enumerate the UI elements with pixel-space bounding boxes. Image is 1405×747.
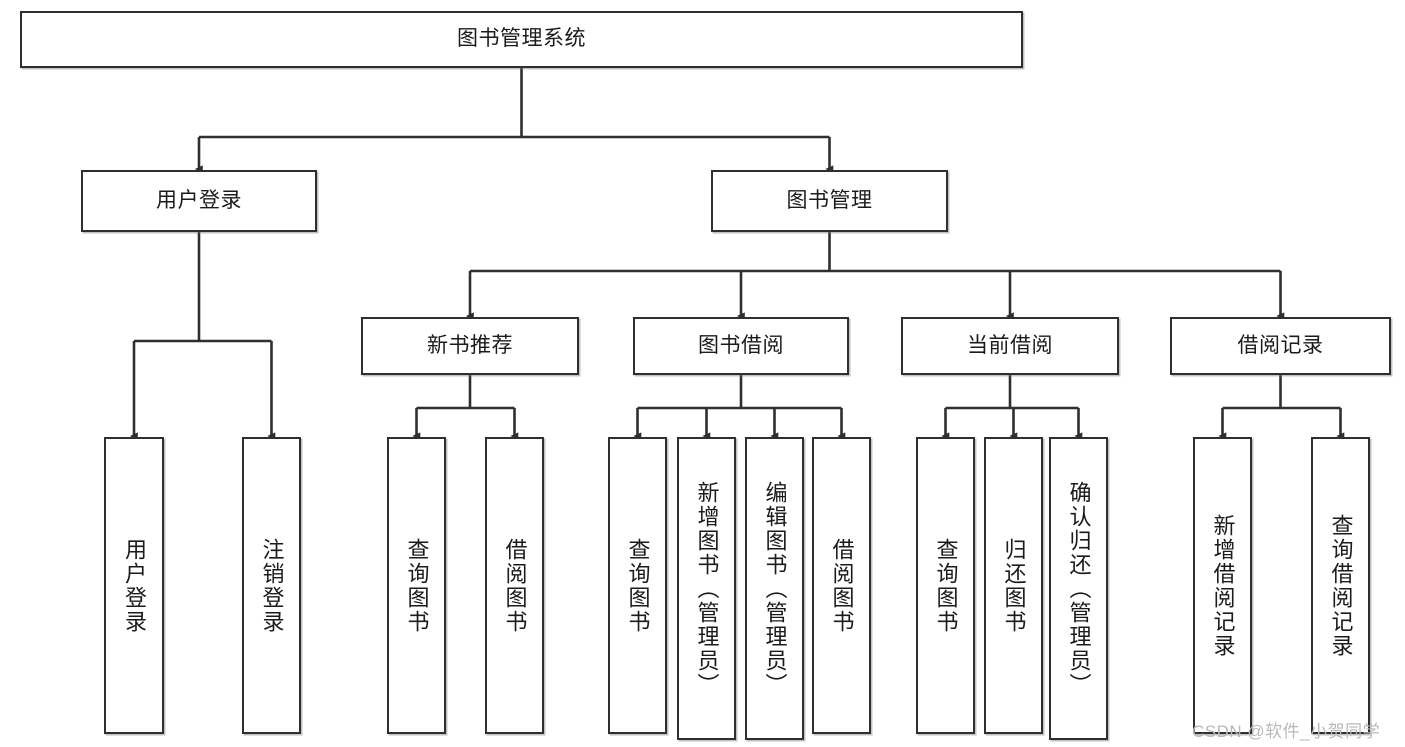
node-label: 当前借阅 xyxy=(967,333,1053,357)
node-l3_3[interactable]: 借阅图书 xyxy=(485,437,544,734)
node-root[interactable]: 图书管理系统 xyxy=(20,11,1023,68)
node-l3_8[interactable]: 查询图书 xyxy=(916,437,975,734)
edge-group xyxy=(129,68,1345,440)
node-l3_0[interactable]: 用户登录 xyxy=(104,437,164,734)
node-label: 查询图书 xyxy=(625,537,651,634)
node-label: 注销登录 xyxy=(259,537,285,634)
node-l3_12[interactable]: 查询借阅记录 xyxy=(1311,437,1370,734)
csdn-watermark: CSDN @软件_小贺同学 xyxy=(1192,722,1381,741)
node-label: 图书借阅 xyxy=(698,333,784,357)
node-label: 借阅记录 xyxy=(1237,333,1324,357)
node-label: 查询图书 xyxy=(933,537,959,634)
node-label: 编辑图书（管理员） xyxy=(762,480,788,697)
node-label: 查询图书 xyxy=(404,537,430,634)
node-l2_0[interactable]: 新书推荐 xyxy=(361,317,579,375)
node-l2_1[interactable]: 图书借阅 xyxy=(633,317,849,375)
node-label: 查询借阅记录 xyxy=(1328,513,1354,658)
node-l3_5[interactable]: 新增图书（管理员） xyxy=(677,437,736,740)
node-label: 图书管理系统 xyxy=(457,27,586,51)
node-label: 用户登录 xyxy=(122,537,147,634)
node-label: 新书推荐 xyxy=(427,333,513,357)
node-label: 用户登录 xyxy=(156,188,242,212)
node-l1_1[interactable]: 图书管理 xyxy=(711,170,948,232)
node-label: 归还图书 xyxy=(1001,537,1027,634)
node-label: 借阅图书 xyxy=(502,537,528,634)
node-l2_2[interactable]: 当前借阅 xyxy=(901,317,1119,375)
node-l3_11[interactable]: 新增借阅记录 xyxy=(1193,437,1252,734)
node-l2_3[interactable]: 借阅记录 xyxy=(1170,317,1391,375)
node-l3_7[interactable]: 借阅图书 xyxy=(812,437,871,734)
node-l3_2[interactable]: 查询图书 xyxy=(387,437,446,734)
node-l3_10[interactable]: 确认归还（管理员） xyxy=(1049,437,1108,740)
node-label: 确认归还（管理员） xyxy=(1066,480,1092,697)
node-l3_6[interactable]: 编辑图书（管理员） xyxy=(745,437,804,740)
node-label: 新增借阅记录 xyxy=(1210,513,1236,658)
node-l3_1[interactable]: 注销登录 xyxy=(242,437,301,734)
node-label: 图书管理 xyxy=(786,188,873,212)
node-label: 借阅图书 xyxy=(829,537,855,634)
node-l1_0[interactable]: 用户登录 xyxy=(81,170,317,232)
node-l3_9[interactable]: 归还图书 xyxy=(984,437,1043,734)
node-l3_4[interactable]: 查询图书 xyxy=(608,437,667,734)
node-label: 新增图书（管理员） xyxy=(694,480,720,697)
